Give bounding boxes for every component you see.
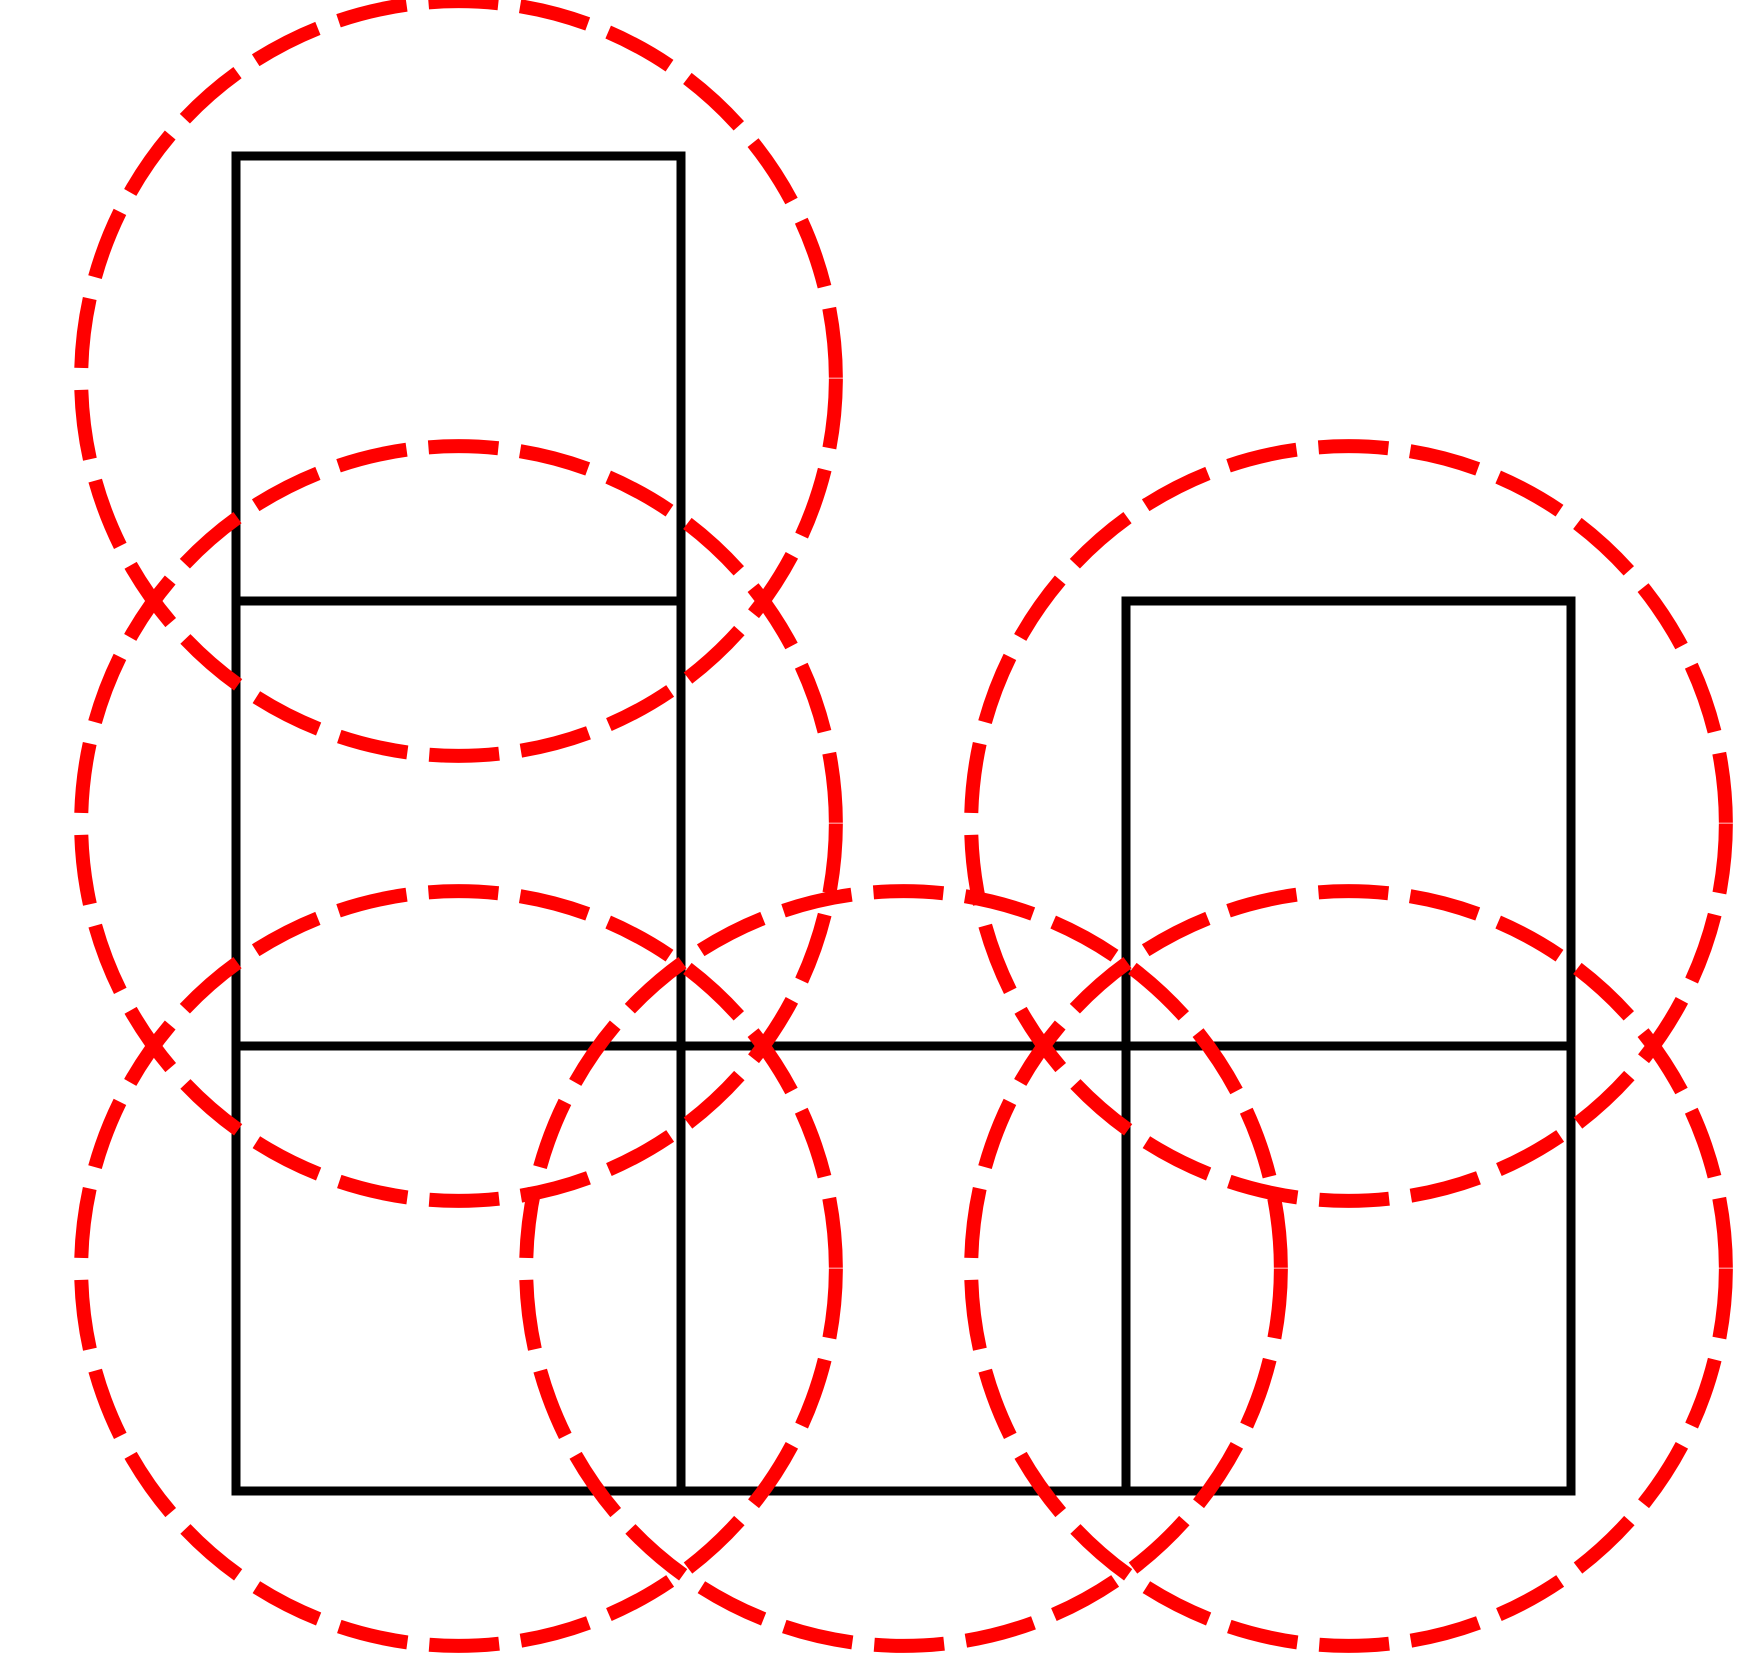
coverage-circle-r2-c2 [964,884,1733,1653]
coverage-circle-r0-c0 [74,0,843,763]
grid-cells [231,151,1576,1496]
coverage-circles [74,0,1733,1653]
coverage-circle-r1-c2 [964,439,1733,1208]
coverage-circle-r2-c1 [519,884,1288,1653]
coverage-circle-r1-c0 [74,439,843,1208]
grid-cell-r2-c2 [1121,1041,1576,1496]
coverage-circle-r2-c0 [74,884,843,1653]
